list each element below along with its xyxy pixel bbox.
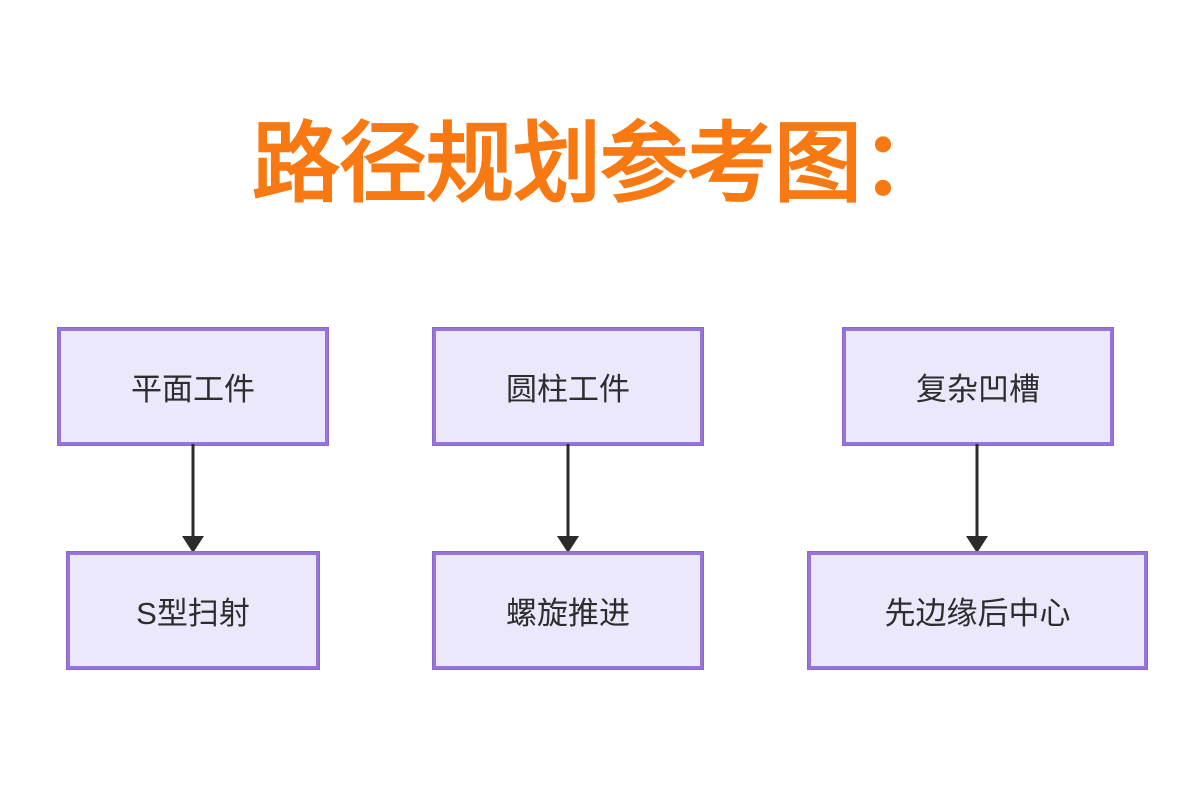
flow2-arrow-down-icon — [557, 444, 579, 553]
flow3-target-box: 先边缘后中心 — [808, 552, 1147, 669]
flow2-target-box: 螺旋推进 — [433, 552, 703, 669]
flow1-target-box: S型扫射 — [67, 552, 319, 669]
flow1-source-box: 平面工件 — [58, 328, 328, 445]
flow1-arrow-down-icon — [182, 444, 204, 553]
page-title: 路径规划参考图： — [252, 114, 949, 213]
flow3-arrow-down-icon — [966, 444, 988, 553]
flow3-source-box: 复杂凹槽 — [843, 328, 1113, 445]
flow2-source-box: 圆柱工件 — [433, 328, 703, 445]
